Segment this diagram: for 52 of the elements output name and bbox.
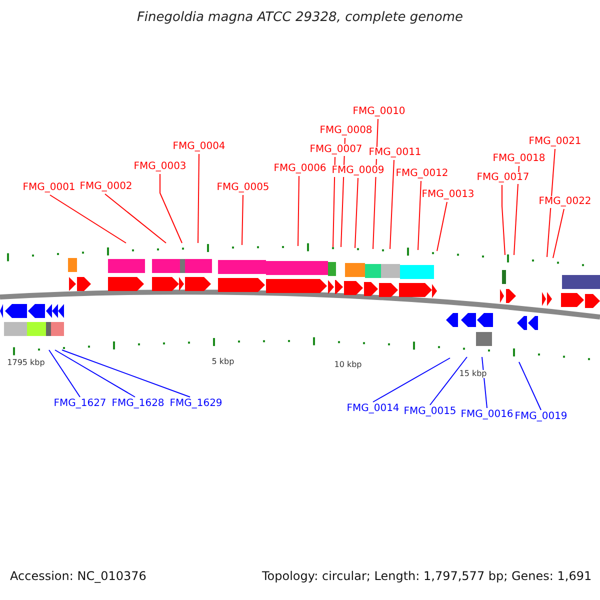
gene-label: FMG_0007 <box>310 144 362 156</box>
leader-line <box>430 356 468 406</box>
scale-label: 10 kbp <box>334 361 362 369</box>
gene-label: FMG_0021 <box>528 136 582 148</box>
leader-line <box>514 166 520 256</box>
gene-label: FMG_0003 <box>134 161 186 173</box>
leader-line <box>298 176 300 246</box>
leader-line <box>62 350 190 398</box>
gene-label: FMG_0008 <box>320 125 372 137</box>
gene-label: FMG_0005 <box>216 182 270 194</box>
leader-line <box>418 180 422 250</box>
gene-label: FMG_0018 <box>492 153 546 165</box>
scale-label: 5 kbp <box>212 358 234 366</box>
gene-label: FMG_1628 <box>112 398 164 410</box>
gene-label: FMG_0010 <box>352 106 406 118</box>
leader-line <box>104 194 166 244</box>
leader-line <box>546 148 556 258</box>
gene-label: FMG_0012 <box>396 168 448 180</box>
scale-label: 1795 kbp <box>7 359 45 367</box>
leader-line <box>54 350 136 398</box>
leader-line <box>160 174 182 244</box>
gene-label: FMG_0014 <box>346 403 400 415</box>
gene-label: FMG_0006 <box>274 163 326 175</box>
leader-line <box>332 156 336 248</box>
gene-label: FMG_0002 <box>80 181 132 193</box>
leader-line <box>354 178 358 248</box>
scale-label: 15 kbp <box>459 370 487 378</box>
gene-label: FMG_1629 <box>170 398 222 410</box>
gene-label: FMG_1627 <box>54 398 106 410</box>
gene-label: FMG_0017 <box>476 172 530 184</box>
gene-label: FMG_0022 <box>538 196 592 208</box>
genome-summary-text: Topology: circular; Length: 1,797,577 bp; Genes: 1,691 <box>262 570 592 582</box>
gene-label: FMG_0004 <box>172 141 226 153</box>
leader-line <box>436 202 448 252</box>
leader-line <box>518 362 542 410</box>
gene-label: FMG_0001 <box>22 182 76 194</box>
gene-label: FMG_0016 <box>460 409 514 421</box>
gene-label: FMG_0015 <box>404 406 456 418</box>
leader-line <box>50 194 126 244</box>
gene-label: FMG_0019 <box>514 411 568 423</box>
leader-line <box>552 208 564 258</box>
leader-line <box>198 154 200 244</box>
leader-line <box>372 358 450 402</box>
accession-text: Accession: NC_010376 <box>10 570 146 582</box>
diagram-title: Finegoldia magna ATCC 29328, complete genome <box>136 11 464 24</box>
leader-line <box>502 184 506 256</box>
leader-line <box>48 350 80 398</box>
gene-label: FMG_0009 <box>332 165 384 177</box>
gene-label: FMG_0011 <box>368 147 422 159</box>
leader-line <box>242 194 244 246</box>
gene-label: FMG_0013 <box>422 189 474 201</box>
leader-line <box>390 160 394 250</box>
